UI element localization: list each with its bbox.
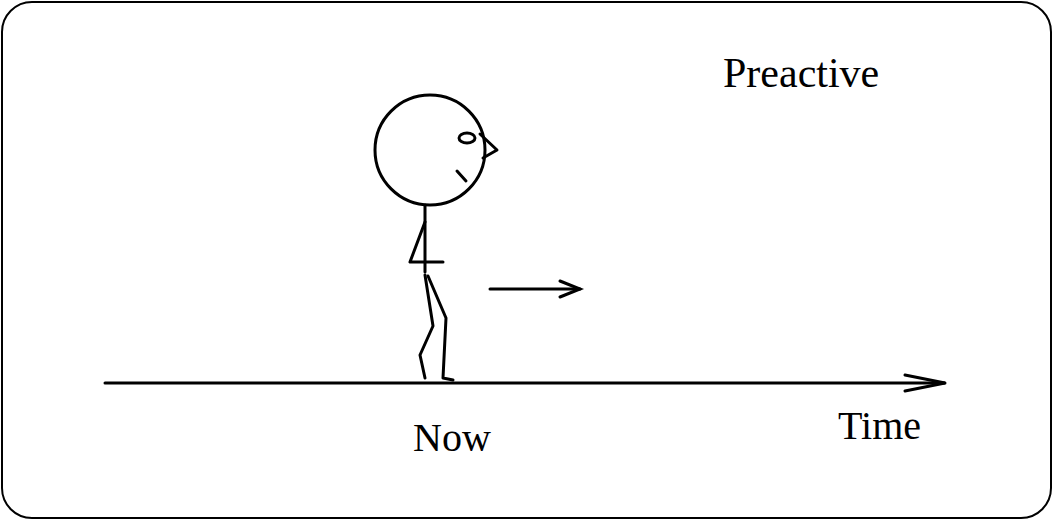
heading-label: Preactive: [723, 52, 879, 94]
stick-figure: [375, 95, 497, 380]
time-axis: [105, 375, 945, 391]
axis-label: Time: [838, 406, 921, 446]
now-label: Now: [413, 418, 491, 458]
motion-arrow: [490, 281, 580, 297]
